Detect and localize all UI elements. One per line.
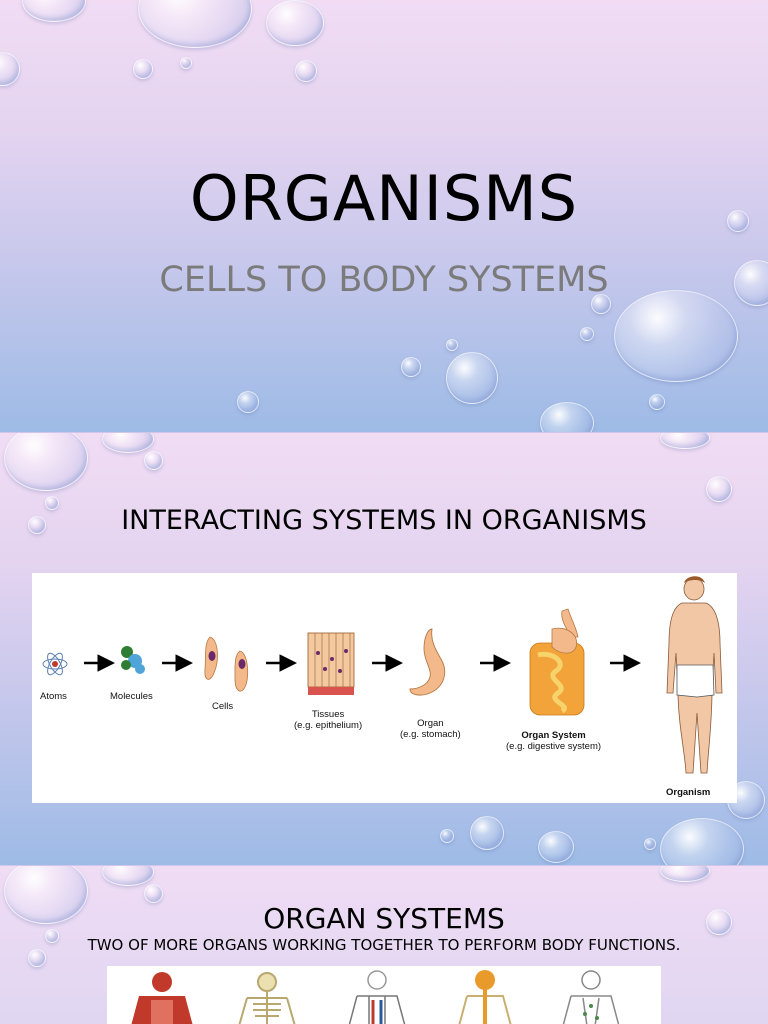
interacting-systems-slide: INTERACTING SYSTEMS IN ORGANISMS (0, 433, 768, 865)
water-droplet (660, 433, 710, 449)
water-droplet (446, 352, 498, 404)
slide-body-text: TWO OF MORE ORGANS WORKING TOGETHER TO P… (87, 936, 681, 954)
human-figure-icon (666, 576, 723, 774)
water-droplet (706, 476, 732, 502)
water-droplet (649, 394, 665, 410)
water-droplet (660, 866, 710, 882)
water-droplet (28, 516, 46, 534)
water-droplet (644, 838, 656, 850)
water-droplet (734, 260, 768, 306)
water-droplet (401, 357, 421, 377)
water-droplet (102, 433, 154, 453)
label-atoms: Atoms (40, 691, 67, 702)
water-droplet (706, 909, 732, 935)
water-droplet (144, 451, 163, 470)
water-droplet (4, 433, 88, 491)
digestive-system-icon (529, 608, 585, 716)
label-tissues: Tissues (e.g. epithelium) (294, 709, 362, 731)
label-organ-system: Organ System (e.g. digestive system) (506, 730, 601, 752)
water-droplet (614, 290, 738, 382)
label-organ-system-title: Organ System (521, 730, 586, 741)
water-droplet (295, 60, 317, 82)
label-organ-title: Organ (417, 718, 444, 729)
water-droplet (591, 294, 611, 314)
organ-systems-illustrations (107, 966, 661, 1024)
circulatory-system-icon (348, 970, 406, 1024)
water-droplet (440, 829, 454, 843)
stomach-icon (409, 628, 446, 696)
atom-icon (42, 652, 68, 676)
cells-icon (204, 636, 249, 692)
lymphatic-system-icon (562, 970, 620, 1024)
label-organism: Organism (666, 787, 710, 798)
label-cells: Cells (212, 701, 234, 712)
water-droplet (180, 57, 192, 69)
label-tissues-example: (e.g. epithelium) (294, 720, 363, 731)
water-droplet (470, 816, 504, 850)
water-droplet (660, 818, 744, 865)
water-droplet (446, 339, 458, 351)
water-droplet (102, 866, 154, 886)
label-tissues-title: Tissues (311, 709, 345, 720)
slide-title: ORGAN SYSTEMS (263, 902, 505, 935)
slide-title: ORGANISMS (189, 162, 579, 235)
water-droplet (540, 402, 594, 432)
water-droplet (22, 0, 86, 22)
label-organ-system-example: (e.g. digestive system) (506, 741, 602, 752)
levels-of-organization-diagram: Atoms Molecules Cells Tissues (e.g. epit… (32, 573, 737, 803)
slide-subtitle: CELLS TO BODY SYSTEMS (159, 260, 609, 300)
skeletal-system-icon (238, 972, 296, 1024)
water-droplet (237, 391, 259, 413)
water-droplet (727, 210, 749, 232)
water-droplet (144, 884, 163, 903)
diagram-graphics (42, 576, 723, 774)
water-droplet (4, 866, 88, 924)
label-molecules: Molecules (110, 691, 153, 702)
water-droplet (45, 929, 59, 943)
label-organ-example: (e.g. stomach) (400, 729, 461, 740)
water-droplet (138, 0, 252, 48)
slide-title: INTERACTING SYSTEMS IN ORGANISMS (121, 505, 647, 536)
water-droplet (28, 949, 46, 967)
organ-systems-slide: ORGAN SYSTEMS TWO OF MORE ORGANS WORKING… (0, 866, 768, 1024)
water-droplet (133, 59, 153, 79)
water-droplet (538, 831, 574, 863)
label-organism-title: Organism (666, 787, 711, 798)
title-slide: ORGANISMS CELLS TO BODY SYSTEMS (0, 0, 768, 432)
muscular-system-icon (131, 972, 193, 1024)
molecule-icon (121, 646, 145, 674)
tissue-icon (307, 632, 355, 695)
water-droplet (45, 496, 59, 510)
water-droplet (0, 52, 20, 86)
label-organ: Organ (e.g. stomach) (400, 718, 461, 740)
water-droplet (266, 0, 324, 46)
nervous-system-icon (458, 970, 512, 1024)
water-droplet (580, 327, 594, 341)
organ-systems-graphics (131, 970, 620, 1024)
